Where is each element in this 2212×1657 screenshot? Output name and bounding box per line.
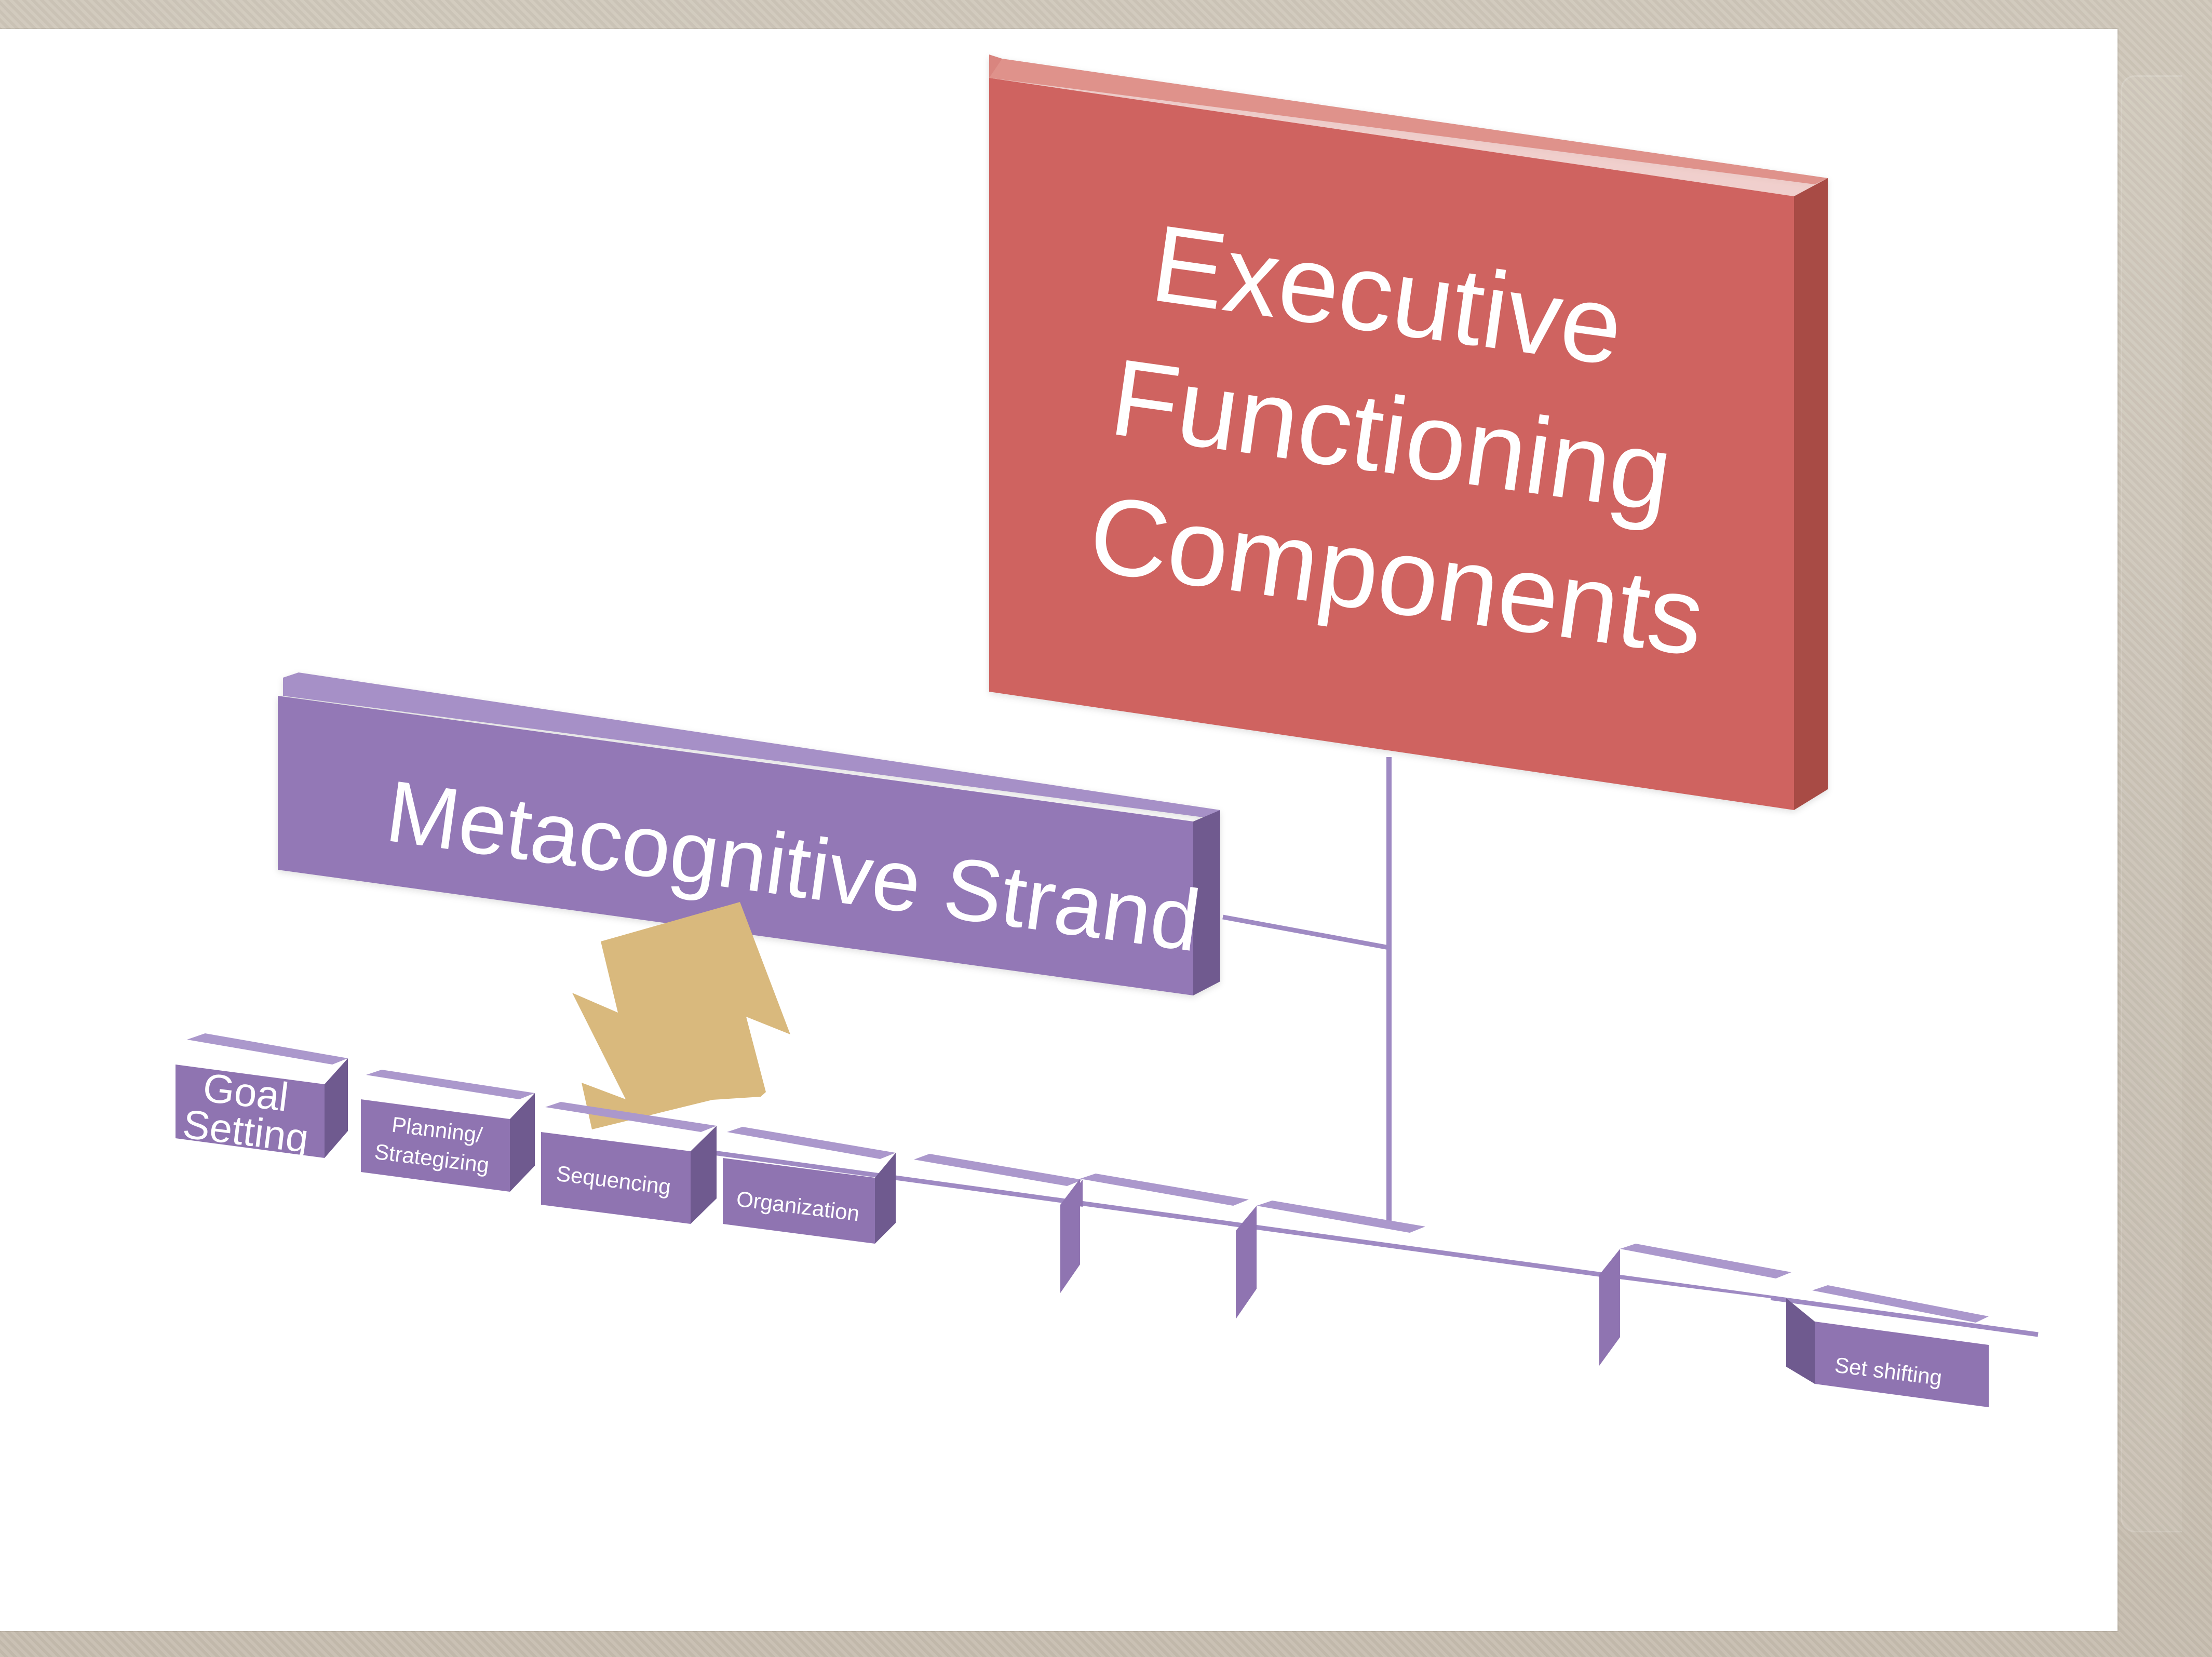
- strand-side-face: [1193, 810, 1220, 995]
- root-front-face: [989, 78, 1794, 810]
- child-node-7: [1236, 1201, 1425, 1320]
- children-row: Goal Setting Planning/ Strategizing Sequ…: [176, 1033, 1989, 1407]
- child-node-3: Sequencing: [541, 1102, 717, 1224]
- child-node-2-side: [510, 1093, 535, 1192]
- child-node-1-side: [325, 1058, 348, 1158]
- double-arrow-shape: [572, 902, 790, 1129]
- double-arrow: [572, 902, 790, 1129]
- child-node-4-front: [723, 1158, 875, 1244]
- child-node-4: Organization: [723, 1127, 896, 1244]
- child-node-8-top: [1620, 1244, 1791, 1278]
- connector-lines: [706, 757, 2039, 1337]
- child-node-6-side: [1060, 1179, 1080, 1293]
- strand-front-face: [278, 696, 1193, 995]
- child-node-8-front: [1615, 1278, 1771, 1366]
- child-node-3-top: [545, 1102, 717, 1132]
- child-node-1-label-line-1: Goal: [200, 1064, 291, 1120]
- child-node-8-side: [1599, 1249, 1620, 1366]
- child-node-5: [909, 1154, 1083, 1273]
- child-node-2: Planning/ Strategizing: [361, 1070, 535, 1192]
- child-node-1-front: [176, 1065, 325, 1158]
- child-node-3-side: [691, 1126, 717, 1224]
- child-node-1: Goal Setting: [176, 1033, 348, 1162]
- child-node-7-front: [1251, 1233, 1405, 1320]
- child-node-6-front: [1075, 1206, 1228, 1293]
- child-node-6-top: [1080, 1174, 1249, 1206]
- child-node-5-top: [914, 1154, 1083, 1186]
- root-top-highlight: [989, 59, 1828, 196]
- child-node-6: [1060, 1174, 1249, 1293]
- strand-node: Metacognitive Strand: [278, 672, 1220, 995]
- child-node-9-side: [1786, 1298, 1815, 1384]
- right-side-panel: [2121, 75, 2182, 1532]
- child-node-1-top: [187, 1033, 348, 1065]
- children-baseline-connector: [706, 1149, 2039, 1337]
- child-node-4-top: [727, 1127, 896, 1159]
- child-node-2-top: [366, 1070, 535, 1099]
- child-node-3-front: [541, 1132, 691, 1224]
- child-node-9: Set shifting: [1786, 1285, 1989, 1407]
- strand-horizontal-connector: [1222, 914, 1390, 950]
- root-node: Executive Functioning Components: [989, 55, 1828, 810]
- child-node-7-top: [1257, 1201, 1425, 1233]
- child-node-4-side: [875, 1153, 896, 1244]
- child-node-9-top: [1812, 1285, 1989, 1323]
- strand-top-face: [283, 672, 1220, 818]
- child-node-5-front: [909, 1186, 1061, 1273]
- child-node-9-front: [1815, 1322, 1989, 1407]
- child-node-8: [1599, 1244, 1791, 1366]
- child-node-7-side: [1236, 1206, 1257, 1319]
- child-node-2-front: [361, 1099, 510, 1192]
- root-side-face: [1794, 178, 1828, 810]
